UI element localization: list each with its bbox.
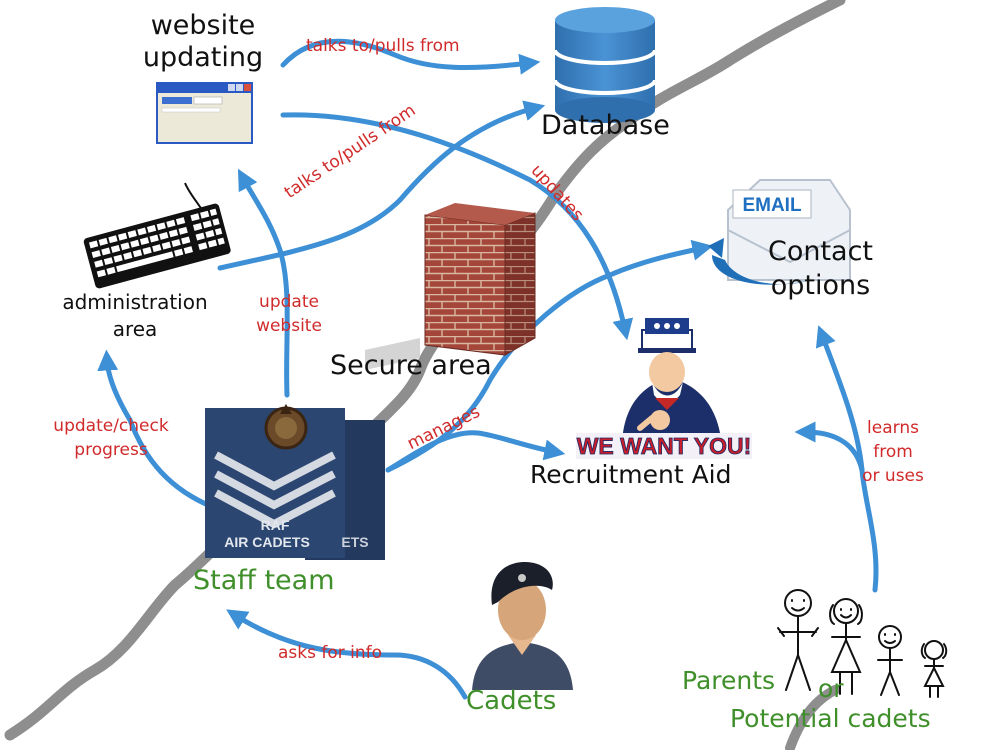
- parents-label-line2: or: [818, 674, 844, 703]
- raf-badge-line1: RAF: [261, 517, 290, 533]
- arrow-admin-to-database: [217, 100, 546, 271]
- arrow-staff-to-recruitment: [385, 430, 566, 473]
- stick-family-icon: [777, 589, 948, 698]
- edge-label-talks-top: talks to/pulls from: [306, 36, 460, 56]
- we-want-you-banner: WE WANT YOU!: [577, 433, 752, 459]
- recruitment-aid-label: Recruitment Aid: [530, 460, 732, 489]
- cadets-label: Cadets: [466, 686, 557, 716]
- edge-label-update-website-line1: update: [259, 292, 319, 312]
- keyboard-icon: [83, 182, 231, 289]
- administration-area-line1: administration: [62, 290, 208, 314]
- edge-label-update-check-line2: progress: [74, 439, 148, 460]
- edge-label-learns-line1: learns: [867, 418, 919, 438]
- secure-area-boundary-right: [785, 685, 840, 750]
- edge-label-learns-line3: or uses: [862, 465, 924, 486]
- brick-wall-icon: [365, 203, 536, 370]
- contact-options-line2: options: [770, 270, 871, 302]
- edge-label-asks: asks for info: [278, 643, 383, 663]
- edge-label-update-check: update/check progress: [36, 416, 186, 460]
- email-icon: EMAIL: [708, 179, 851, 285]
- raf-badge-back: ETS: [341, 534, 368, 550]
- contact-options-label: Contact options: [748, 236, 893, 302]
- arrow-cadets-to-staff: [226, 609, 468, 700]
- parents-label-line1: Parents: [682, 666, 776, 695]
- edge-label-learns-line2: from: [873, 441, 913, 462]
- raf-badge-icon: RAF AIR CADETS ETS: [205, 404, 385, 560]
- arrow-staff-to-contact: [385, 239, 714, 473]
- secure-area-boundary: [4, 0, 846, 741]
- contact-options-line1: Contact: [767, 236, 874, 267]
- website-updating-line2: updating: [142, 42, 264, 74]
- website-updating-line1: website: [150, 10, 256, 41]
- arrow-staff-to-website: [237, 168, 290, 398]
- staff-team-label: Staff team: [193, 565, 335, 596]
- arrow-website-to-recruitment: [280, 112, 634, 341]
- edge-label-update-website: update website: [244, 292, 334, 336]
- edge-label-update-check-line1: update/check: [53, 416, 169, 436]
- parents-label-line3: Potential cadets: [730, 704, 931, 733]
- arrow-parents-to-recruitment: [794, 421, 865, 473]
- database-icon: [553, 7, 657, 123]
- secure-area-label: Secure area: [330, 350, 492, 381]
- raf-badge-line2: AIR CADETS: [224, 534, 310, 550]
- cadet-icon: [472, 562, 573, 690]
- uncle-sam-icon: WE WANT YOU!: [576, 318, 752, 459]
- website-updating-label: website updating: [128, 10, 278, 74]
- edge-label-update-website-line2: website: [256, 315, 322, 336]
- edge-label-learns: learns from or uses: [848, 418, 938, 486]
- arrow-staff-to-admin: [97, 349, 218, 511]
- window-icon: [156, 82, 253, 144]
- administration-area-line2: area: [112, 317, 158, 341]
- email-icon-text: EMAIL: [742, 195, 802, 216]
- arrow-website-to-database: [280, 38, 541, 75]
- administration-area-label: administration area: [40, 292, 230, 340]
- database-label: Database: [541, 110, 670, 141]
